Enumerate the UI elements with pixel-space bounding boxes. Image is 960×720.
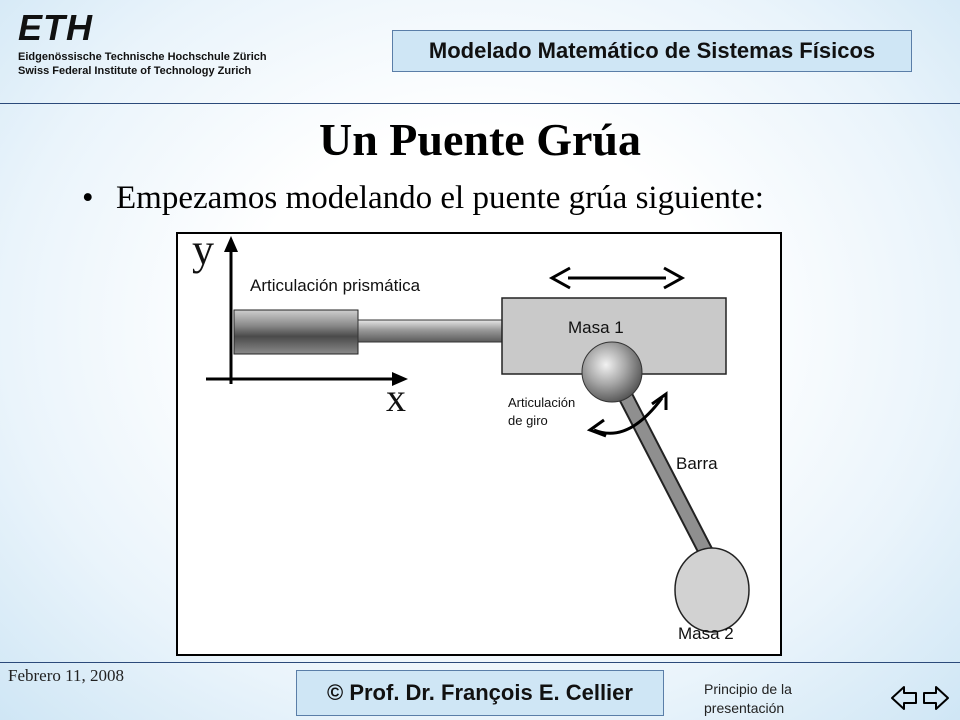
mass-1-label: Masa 1	[568, 318, 624, 337]
home-link[interactable]: Principio de la presentación	[704, 681, 792, 716]
rotation-arrow-head-icon	[651, 391, 668, 410]
x-axis-arrowhead-icon	[392, 372, 408, 386]
footer-copyright: © Prof. Dr. François E. Cellier	[296, 670, 664, 716]
prismatic-joint-label: Articulación prismática	[250, 276, 421, 295]
bullet-item: • Empezamos modelando el puente grúa sigu…	[82, 176, 764, 220]
crane-diagram: y x Articulación prismática Masa 1 Artic…	[176, 228, 782, 656]
rotation-arrow-tail-icon	[586, 418, 607, 438]
forward-arrow-icon[interactable]	[923, 686, 949, 710]
header-title-box	[392, 30, 912, 72]
motion-arrow-right-icon	[663, 266, 686, 290]
bar-label: Barra	[676, 454, 718, 473]
eth-logo-line-1: Eidgenössische Technische Hochschule Zür…	[18, 51, 267, 63]
crane-diagram-drawing	[206, 236, 750, 633]
prismatic-cylinder	[233, 309, 359, 355]
x-axis-label: x	[386, 375, 406, 420]
header-divider	[0, 103, 960, 104]
navigation-arrows-drawing	[891, 686, 949, 710]
motion-arrow-left-icon	[548, 266, 571, 290]
rotary-joint-ball	[581, 341, 643, 403]
navigation-arrows	[890, 682, 950, 714]
rotary-joint-label-line-2: de giro	[508, 413, 548, 428]
mass-2-label: Masa 2	[678, 624, 734, 643]
y-axis-label: y	[192, 225, 214, 274]
footer-divider	[0, 662, 960, 663]
rotation-arrow-arc	[593, 397, 664, 435]
bullet-icon: •	[82, 180, 94, 216]
piston-rod	[357, 319, 503, 343]
mass-2-ball	[674, 547, 750, 633]
rotary-joint-label-line-1: Articulación	[508, 395, 576, 410]
bar-pendulum	[608, 371, 714, 559]
footer-date: Febrero 11, 2008	[8, 666, 124, 685]
eth-logo: ETH Eidgenössische Technische Hochschule…	[18, 7, 267, 80]
y-axis-arrowhead-icon	[224, 236, 238, 252]
eth-logo-line-2: Swiss Federal Institute of Technology Zu…	[18, 65, 252, 77]
bullet-text: Empezamos modelando el puente grúa sigui…	[116, 180, 764, 216]
header-title: Modelado Matemático de Sistemas Físicos	[428, 38, 876, 63]
slide-title: Un Puente Grúa	[319, 114, 641, 165]
back-arrow-icon[interactable]	[891, 686, 917, 710]
eth-logo-mark: ETH	[18, 7, 93, 48]
